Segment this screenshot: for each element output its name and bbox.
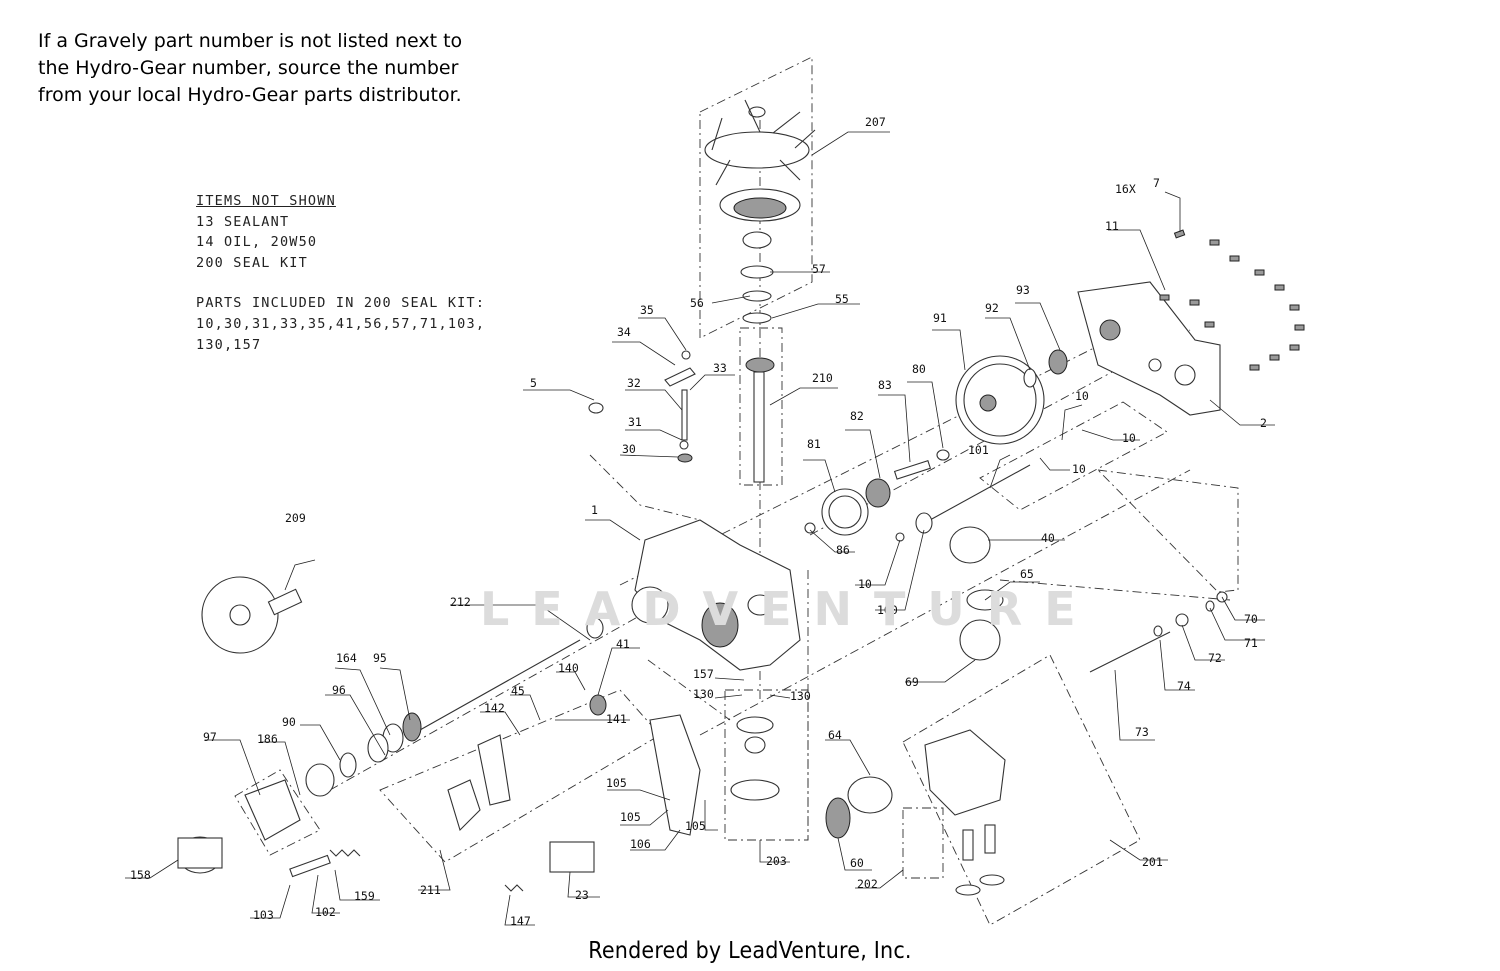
callout-10-mid: 10 — [1072, 462, 1086, 476]
sourcing-notice: If a Gravely part number is not listed n… — [38, 28, 478, 109]
callout-81: 81 — [807, 437, 821, 451]
callout-31: 31 — [628, 415, 642, 429]
callout-69: 69 — [905, 675, 919, 689]
callout-45: 45 — [511, 684, 525, 698]
callout-10-upper: 10 — [1075, 389, 1089, 403]
gear-train — [804, 349, 1068, 542]
callout-7: 7 — [1153, 176, 1160, 190]
callout-72: 72 — [1208, 651, 1222, 665]
callout-32: 32 — [627, 376, 641, 390]
callout-130-right: 130 — [790, 689, 811, 703]
callout-211: 211 — [420, 883, 441, 897]
notice-line-1: If a Gravely part number is not listed n… — [38, 30, 463, 52]
items-not-shown-line: 14 OIL, 20W50 — [196, 234, 318, 251]
callout-103: 103 — [253, 908, 274, 922]
callout-164: 164 — [336, 651, 357, 665]
callout-105-mid: 105 — [620, 810, 641, 824]
callout-95: 95 — [373, 651, 387, 665]
callout-147: 147 — [510, 914, 531, 928]
callout-186: 186 — [257, 732, 278, 746]
parts-notes: ITEMS NOT SHOWN 13 SEALANT 14 OIL, 20W50… — [196, 191, 485, 355]
callout-82: 82 — [850, 409, 864, 423]
callout-140: 140 — [558, 661, 579, 675]
seal-kit-line: 130,157 — [196, 336, 262, 353]
callout-40: 40 — [1041, 531, 1055, 545]
callout-70: 70 — [1244, 612, 1258, 626]
items-not-shown-line: 13 SEALANT — [196, 213, 290, 230]
callout-202: 202 — [857, 877, 878, 891]
callout-labels: 207 57 56 55 35 34 33 32 31 30 5 210 83 … — [130, 115, 1267, 928]
main-housing — [586, 519, 801, 671]
callout-65: 65 — [1020, 567, 1034, 581]
fan-pulley-assembly — [704, 99, 816, 483]
leader-lines — [125, 131, 1275, 926]
callout-130-left: 130 — [693, 687, 714, 701]
footer-credit: Rendered by LeadVenture, Inc. — [588, 938, 912, 964]
callout-210: 210 — [812, 371, 833, 385]
callout-212: 212 — [450, 595, 471, 609]
callout-33: 33 — [713, 361, 727, 375]
callout-93: 93 — [1016, 283, 1030, 297]
callout-91: 91 — [933, 311, 947, 325]
callout-71: 71 — [1244, 636, 1258, 650]
callout-16x: 16X — [1115, 182, 1136, 196]
items-not-shown-line: 200 SEAL KIT — [196, 254, 308, 271]
callout-106: 106 — [630, 837, 651, 851]
notes-spacer — [196, 273, 485, 293]
cover-bolts — [1159, 229, 1305, 371]
callout-86: 86 — [836, 543, 850, 557]
callout-5: 5 — [530, 376, 537, 390]
callout-100: 100 — [877, 603, 898, 617]
callout-41: 41 — [616, 637, 630, 651]
callout-207: 207 — [865, 115, 886, 129]
callout-30: 30 — [622, 442, 636, 456]
callout-90: 90 — [282, 715, 296, 729]
callout-83: 83 — [878, 378, 892, 392]
callout-34: 34 — [617, 325, 631, 339]
callout-158: 158 — [130, 868, 151, 882]
pump-assemblies — [730, 526, 1228, 896]
items-not-shown-heading: ITEMS NOT SHOWN — [196, 193, 336, 209]
callout-10-lower: 10 — [858, 577, 872, 591]
callout-159: 159 — [354, 889, 375, 903]
callout-201: 201 — [1142, 855, 1163, 869]
callout-74: 74 — [1177, 679, 1191, 693]
seal-kit-line: 10,30,31,33,35,41,56,57,71,103, — [196, 315, 486, 332]
callout-141: 141 — [606, 712, 627, 726]
axle-assembly — [177, 576, 701, 892]
callout-11: 11 — [1105, 219, 1119, 233]
callout-64: 64 — [828, 728, 842, 742]
side-cover — [1077, 229, 1305, 416]
callout-157: 157 — [693, 667, 714, 681]
bypass-rod-parts — [588, 350, 696, 463]
callout-55: 55 — [835, 292, 849, 306]
callout-101: 101 — [968, 443, 989, 457]
watermark: LEADVENTURE — [480, 582, 1098, 636]
seal-kit-heading: PARTS INCLUDED IN 200 SEAL KIT: — [196, 295, 486, 312]
callout-73: 73 — [1135, 725, 1149, 739]
callout-97: 97 — [203, 730, 217, 744]
callout-105-right: 105 — [685, 819, 706, 833]
callout-57: 57 — [812, 262, 826, 276]
callout-10-right: 10 — [1122, 431, 1136, 445]
callout-80: 80 — [912, 362, 926, 376]
callout-35: 35 — [640, 303, 654, 317]
callout-1: 1 — [591, 503, 598, 517]
callout-142: 142 — [484, 701, 505, 715]
callout-96: 96 — [332, 683, 346, 697]
notice-line-2: the Hydro-Gear number, source the number — [38, 57, 459, 79]
callout-102: 102 — [315, 905, 336, 919]
callout-2: 2 — [1260, 416, 1267, 430]
callout-60: 60 — [850, 856, 864, 870]
notice-line-3: from your local Hydro-Gear parts distrib… — [38, 84, 462, 106]
callout-92: 92 — [985, 301, 999, 315]
callout-203: 203 — [766, 854, 787, 868]
callout-105-left: 105 — [606, 776, 627, 790]
callout-23: 23 — [575, 888, 589, 902]
callout-209: 209 — [285, 511, 306, 525]
callout-56: 56 — [690, 296, 704, 310]
group-boundaries — [234, 56, 1239, 926]
